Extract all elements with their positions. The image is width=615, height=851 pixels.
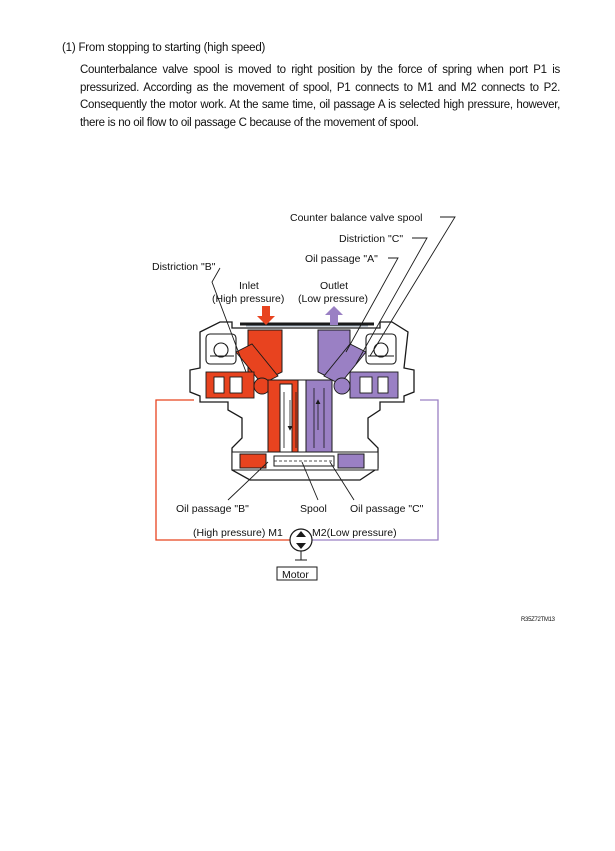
label-outlet-pressure: (Low pressure) (298, 293, 368, 305)
motor-symbol (276, 528, 318, 581)
right-diagonal-passage (323, 343, 367, 385)
right-chamber (333, 371, 399, 399)
left-check-valve (205, 333, 237, 365)
label-m2: M2(Low pressure) (312, 527, 397, 539)
label-oil-passage-a: Oil passage "A" (305, 253, 378, 265)
label-motor: Motor (282, 569, 309, 581)
lower-spool (231, 451, 379, 471)
section-heading-bold: (1) From stopping to starting (62, 42, 201, 54)
label-counter-balance-spool: Counter balance valve spool (290, 212, 423, 224)
spool-block (267, 379, 333, 457)
section-heading: (1) From stopping to starting (high spee… (62, 42, 265, 54)
section-paragraph: Counterbalance valve spool is moved to r… (80, 64, 560, 129)
label-inlet: Inlet (239, 280, 259, 292)
section-heading-rest: (high speed) (200, 42, 266, 54)
outlet-arrow (325, 306, 343, 325)
label-oil-passage-c: Oil passage "C" (350, 503, 424, 515)
label-distriction-c: Distriction "C" (339, 233, 403, 245)
label-distriction-b: Distriction "B" (152, 261, 216, 273)
label-oil-passage-b: Oil passage "B" (176, 503, 249, 515)
figure-code: R35Z72TM13 (521, 617, 555, 623)
leader-lines (211, 216, 456, 501)
label-outlet: Outlet (320, 280, 348, 292)
high-pressure-line (155, 399, 290, 541)
label-spool: Spool (300, 503, 327, 515)
label-inlet-pressure: (High pressure) (212, 293, 284, 305)
low-pressure-line (312, 399, 439, 541)
label-m1: (High pressure) M1 (193, 527, 283, 539)
inlet-arrow (257, 306, 275, 325)
left-chamber (205, 371, 271, 399)
